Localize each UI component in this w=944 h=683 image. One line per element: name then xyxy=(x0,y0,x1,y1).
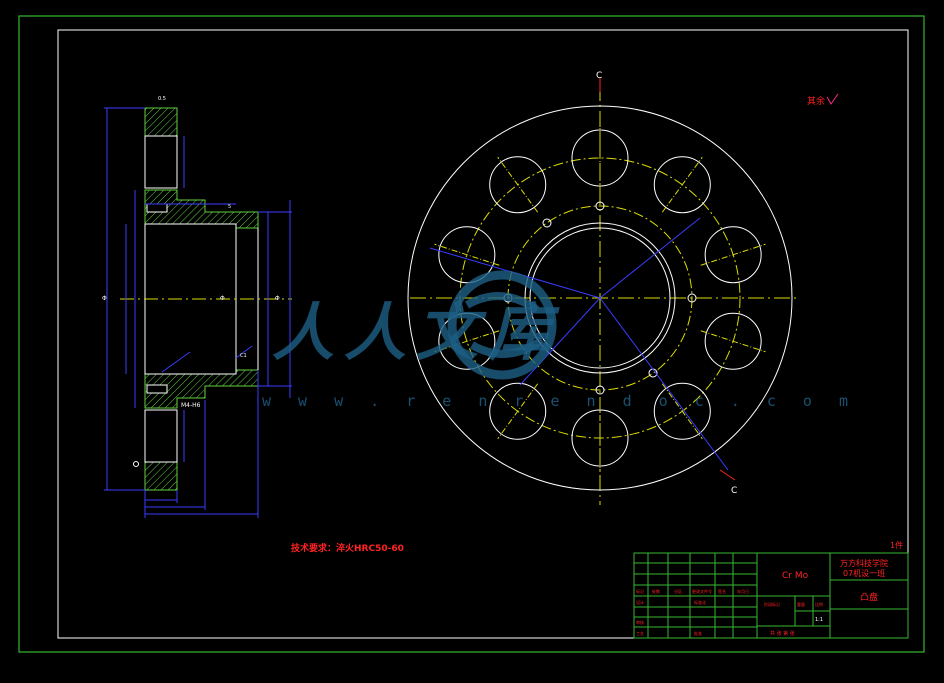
tb-label-design: 设计 xyxy=(636,599,644,605)
tb-label-scale: 比例 xyxy=(815,601,823,607)
section-label-bottom: C xyxy=(731,486,737,496)
part-count: 1件 xyxy=(890,540,903,550)
inner-frame xyxy=(57,29,909,639)
tb-school-line2: 07机设一班 xyxy=(843,568,885,578)
tb-label-sign: 签名 xyxy=(718,588,726,594)
bolt-hole xyxy=(704,312,762,370)
tb-label-approve: 批准 xyxy=(694,630,702,636)
small-hole xyxy=(542,218,552,228)
dim-chamfer: C1 xyxy=(240,353,247,359)
section-view: 0.5 Φ Φ Φ M4-H6 5 C1 xyxy=(102,96,292,518)
bolt-hole-centerline xyxy=(497,383,539,440)
bolt-hole-centerline xyxy=(700,243,766,266)
bolt-hole-centerline xyxy=(661,383,703,440)
bolt-hole xyxy=(489,156,547,214)
dim-depth-small: 5 xyxy=(228,204,231,210)
tech-requirement: 技术要求：淬火HRC50-60 xyxy=(291,542,404,554)
bolt-hole xyxy=(653,156,711,214)
tb-material: Cr Mo xyxy=(782,571,809,581)
tb-scale-value: 1:1 xyxy=(815,617,823,623)
tb-label-date: 年月日 xyxy=(737,588,749,594)
bolt-hole xyxy=(489,382,547,440)
bolt-hole-centerline xyxy=(661,156,703,213)
tb-label-stage: 阶段标记 xyxy=(764,601,780,607)
watermark-url: w w w . r e n r e n d o c . c o m xyxy=(262,392,858,410)
title-block xyxy=(633,552,909,639)
bolt-hole-centerline xyxy=(434,243,500,266)
roughness-note: 其余 xyxy=(807,95,825,107)
small-hole xyxy=(595,385,605,395)
bolt-hole xyxy=(704,226,762,284)
dim-top-small: 0.5 xyxy=(158,96,166,102)
tb-part-name: 凸盘 xyxy=(860,591,878,603)
dim-tap-note: M4-H6 xyxy=(181,402,201,409)
tb-label-tag: 标记 xyxy=(636,588,644,594)
tb-school-line1: 万方科技学院 xyxy=(840,558,888,568)
small-hole xyxy=(595,201,605,211)
outer-frame xyxy=(18,15,925,653)
tb-sheet-info: 共 张 第 张 xyxy=(770,630,795,637)
watermark-text: 人人文库 xyxy=(272,296,561,369)
roughness-symbol xyxy=(826,93,839,105)
bolt-hole xyxy=(653,382,711,440)
tb-label-change: 更改文件号 xyxy=(692,588,712,594)
tb-label-check: 审核 xyxy=(636,619,644,625)
tb-label-zone: 分区 xyxy=(674,588,682,594)
tb-label-std: 标准化 xyxy=(694,599,706,605)
section-label-top: C xyxy=(596,71,602,81)
dim-right: Φ xyxy=(275,295,280,302)
tb-label-weight: 重量 xyxy=(797,601,805,607)
small-hole xyxy=(687,293,697,303)
bolt-hole-centerline xyxy=(497,156,539,213)
tb-label-count: 处数 xyxy=(652,588,660,594)
dim-hub-bore: Φ xyxy=(220,295,225,302)
tb-label-process: 工艺 xyxy=(636,631,644,636)
bolt-hole-centerline xyxy=(700,330,766,353)
dim-overall-dia: Φ xyxy=(102,295,107,302)
